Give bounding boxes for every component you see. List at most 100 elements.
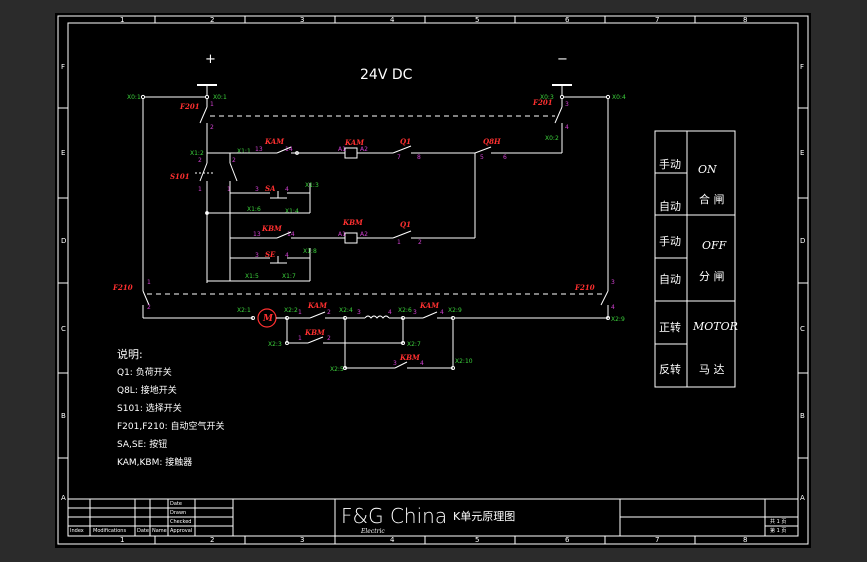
grid-col-7-bottom: 7 xyxy=(655,536,659,544)
grid-col-6-bottom: 6 xyxy=(565,536,570,544)
legend-item-6: KAM,KBM: 接触器 xyxy=(117,456,192,468)
table-off: OFF xyxy=(702,239,727,252)
grid-row-a: A xyxy=(61,494,66,502)
grid-col-1: 1 xyxy=(120,16,124,24)
table-auto-2: 自动 xyxy=(659,273,681,286)
kam-main-label: KAM xyxy=(307,301,327,310)
terminal-x27: X2:7 xyxy=(407,341,421,348)
legend-item-2: Q8L: 接地开关 xyxy=(117,384,177,396)
grid-row-a-right: A xyxy=(800,494,805,502)
terminal-x15: X1:5 xyxy=(245,273,259,280)
svg-text:2: 2 xyxy=(327,335,331,342)
svg-text:1: 1 xyxy=(198,186,202,193)
kam-main-label-2: KAM xyxy=(419,301,439,310)
tb-modifications: Modifications xyxy=(93,528,126,534)
terminal-x29a: X2:9 xyxy=(448,307,462,314)
svg-text:1: 1 xyxy=(298,335,302,342)
company-sub-text: Electric xyxy=(360,528,385,535)
tb-sheet-count: 共 1 页 xyxy=(770,518,786,525)
table-manual-1: 手动 xyxy=(659,157,681,171)
f201-right-label: F201 xyxy=(532,98,553,107)
tb-index: Index xyxy=(70,528,84,534)
drawing-title: K单元原理图 xyxy=(453,510,515,523)
tb-date: Date xyxy=(170,501,182,507)
svg-text:4: 4 xyxy=(285,252,289,259)
svg-text:1: 1 xyxy=(397,239,401,246)
terminal-x12: X1:2 xyxy=(190,150,204,157)
svg-text:3: 3 xyxy=(565,101,569,108)
svg-text:2: 2 xyxy=(210,124,214,131)
svg-text:2: 2 xyxy=(147,304,151,311)
svg-text:3: 3 xyxy=(393,360,397,367)
terminal-x23: X2:3 xyxy=(268,341,282,348)
table-auto-1: 自动 xyxy=(659,200,681,213)
terminal-x16: X1:6 xyxy=(247,206,261,213)
svg-text:4: 4 xyxy=(285,186,289,193)
terminal-x24: X2:4 xyxy=(339,307,353,314)
grid-col-1-bottom: 1 xyxy=(120,536,124,544)
grid-col-5: 5 xyxy=(475,16,479,24)
terminal-x11: X1:1 xyxy=(237,148,251,155)
terminal-x01b: X0:1 xyxy=(213,94,227,101)
table-off-cn: 分 闸 xyxy=(699,270,725,283)
grid-col-4: 4 xyxy=(390,16,395,24)
svg-text:1: 1 xyxy=(210,101,214,108)
voltage-label: 24V DC xyxy=(360,67,413,83)
kam-coil-label: KAM xyxy=(344,138,364,147)
grid-col-8: 8 xyxy=(743,16,747,24)
terminal-x02: X0:2 xyxy=(545,135,559,142)
grid-col-7: 7 xyxy=(655,16,659,24)
grid-row-f: F xyxy=(61,63,65,71)
grid-row-f-right: F xyxy=(800,63,804,71)
outer-frame xyxy=(57,15,809,545)
schematic-diagram: 1 2 3 4 5 6 7 8 1 2 3 4 5 6 7 8 F E D C … xyxy=(57,15,809,545)
svg-text:13: 13 xyxy=(255,146,263,153)
svg-text:3: 3 xyxy=(357,309,361,316)
a2-kam: A2 xyxy=(360,146,368,153)
svg-text:4: 4 xyxy=(420,360,424,367)
plus-terminal-label: + xyxy=(205,52,216,67)
f210-right-label: F210 xyxy=(574,283,595,292)
legend-item-3: S101: 选择开关 xyxy=(117,402,182,414)
a2-kbm: A2 xyxy=(360,231,368,238)
grid-row-c-right: C xyxy=(800,325,805,333)
company-logo-text: F&G China xyxy=(341,504,447,528)
sa-button-label: SA xyxy=(265,184,276,193)
grid-row-c: C xyxy=(61,325,66,333)
table-reverse: 反转 xyxy=(659,362,681,376)
kbm-main-label: KBM xyxy=(304,328,325,337)
svg-text:6: 6 xyxy=(503,154,507,161)
svg-text:5: 5 xyxy=(480,154,484,161)
function-table xyxy=(654,130,736,388)
terminal-x13: X1:3 xyxy=(305,182,319,189)
svg-text:1: 1 xyxy=(298,309,302,316)
grid-col-6: 6 xyxy=(565,16,570,24)
svg-text:3: 3 xyxy=(255,186,259,193)
svg-text:2: 2 xyxy=(232,157,236,164)
svg-text:3: 3 xyxy=(255,252,259,259)
svg-text:14: 14 xyxy=(287,231,295,238)
svg-text:1: 1 xyxy=(147,279,151,286)
minus-terminal-label: − xyxy=(557,52,568,67)
table-forward: 正转 xyxy=(659,320,681,334)
table-on-cn: 合 闸 xyxy=(699,192,725,206)
grid-col-5-bottom: 5 xyxy=(475,536,479,544)
f210-left-label: F210 xyxy=(112,283,133,292)
grid-col-4-bottom: 4 xyxy=(390,536,395,544)
svg-text:2: 2 xyxy=(327,309,331,316)
grid-col-3-bottom: 3 xyxy=(300,536,304,544)
tb-name: Name xyxy=(152,528,167,534)
a1-kam: A1 xyxy=(338,146,346,153)
terminal-x26: X2:6 xyxy=(398,307,412,314)
kam-contact-label: KAM xyxy=(264,137,284,146)
f201-left-label: F201 xyxy=(179,102,200,111)
terminal-x03: X0:3 xyxy=(540,94,554,101)
grid-row-e: E xyxy=(61,149,65,157)
grid-col-8-bottom: 8 xyxy=(743,536,747,544)
q8h-contact-label: Q8H xyxy=(483,137,501,146)
svg-text:1: 1 xyxy=(227,186,231,193)
tb-page: 第 1 页 xyxy=(770,527,786,534)
table-on: ON xyxy=(698,163,717,176)
svg-text:8: 8 xyxy=(417,154,421,161)
table-manual-2: 手动 xyxy=(659,234,681,248)
